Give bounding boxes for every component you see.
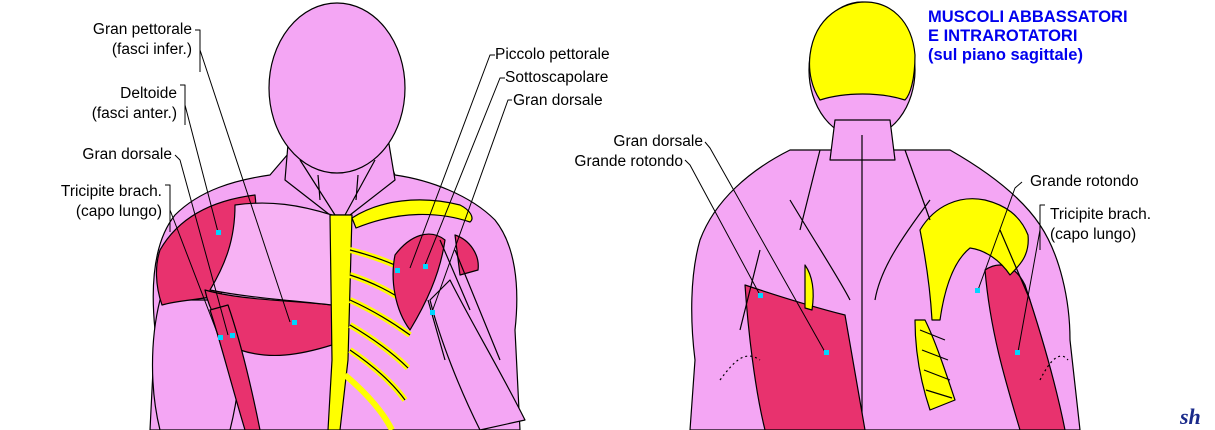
signature: sh <box>1180 404 1201 430</box>
label-gran-dorsale-front-right: Gran dorsale <box>513 91 603 111</box>
diagram-title: MUSCOLI ABBASSATORI E INTRAROTATORI (sul… <box>928 8 1128 65</box>
label-gran-dorsale-back: Gran dorsale <box>540 132 703 152</box>
label-sottoscapolare: Sottoscapolare <box>505 68 608 88</box>
front-figure <box>150 3 525 430</box>
back-hair <box>809 2 915 100</box>
label-piccolo-pettorale: Piccolo pettorale <box>495 45 610 65</box>
label-grande-rotondo-back: Grande rotondo <box>500 152 683 172</box>
title-line-2: E INTRAROTATORI <box>928 27 1128 46</box>
label-grande-rotondo-back-right: Grande rotondo <box>1030 172 1139 192</box>
label-gran-dorsale-front: Gran dorsale <box>20 145 172 165</box>
front-head <box>269 3 405 173</box>
label-deltoide: Deltoide (fasci anter.) <box>40 84 177 124</box>
label-gran-pettorale: Gran pettorale (fasci infer.) <box>40 20 192 60</box>
label-tricipite-front: Tricipite brach. (capo lungo) <box>0 182 162 222</box>
title-line-3: (sul piano sagittale) <box>928 46 1128 65</box>
label-tricipite-back: Tricipite brach. (capo lungo) <box>1050 205 1151 245</box>
title-line-1: MUSCOLI ABBASSATORI <box>928 8 1128 27</box>
